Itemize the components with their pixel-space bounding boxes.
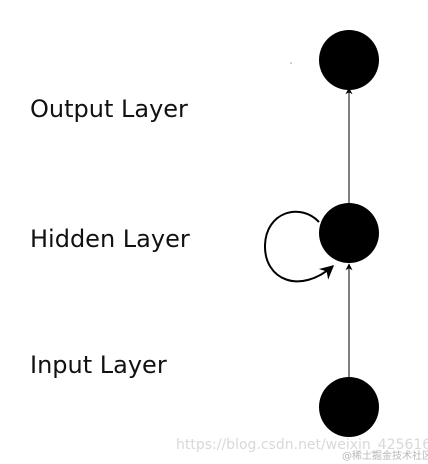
- output-layer-label: Output Layer: [30, 95, 188, 123]
- watermark-url: https://blog.csdn.net/weixin_42561630: [176, 437, 428, 453]
- hidden-node: [319, 203, 379, 263]
- output-node: [319, 30, 379, 90]
- recurrent-loop-arrow: [263, 210, 335, 283]
- input-node: [319, 377, 379, 437]
- stray-dot: [290, 62, 292, 64]
- hidden-layer-label: Hidden Layer: [30, 225, 190, 253]
- watermark-community: @稀土掘金技术社区: [342, 449, 428, 462]
- input-layer-label: Input Layer: [30, 351, 167, 379]
